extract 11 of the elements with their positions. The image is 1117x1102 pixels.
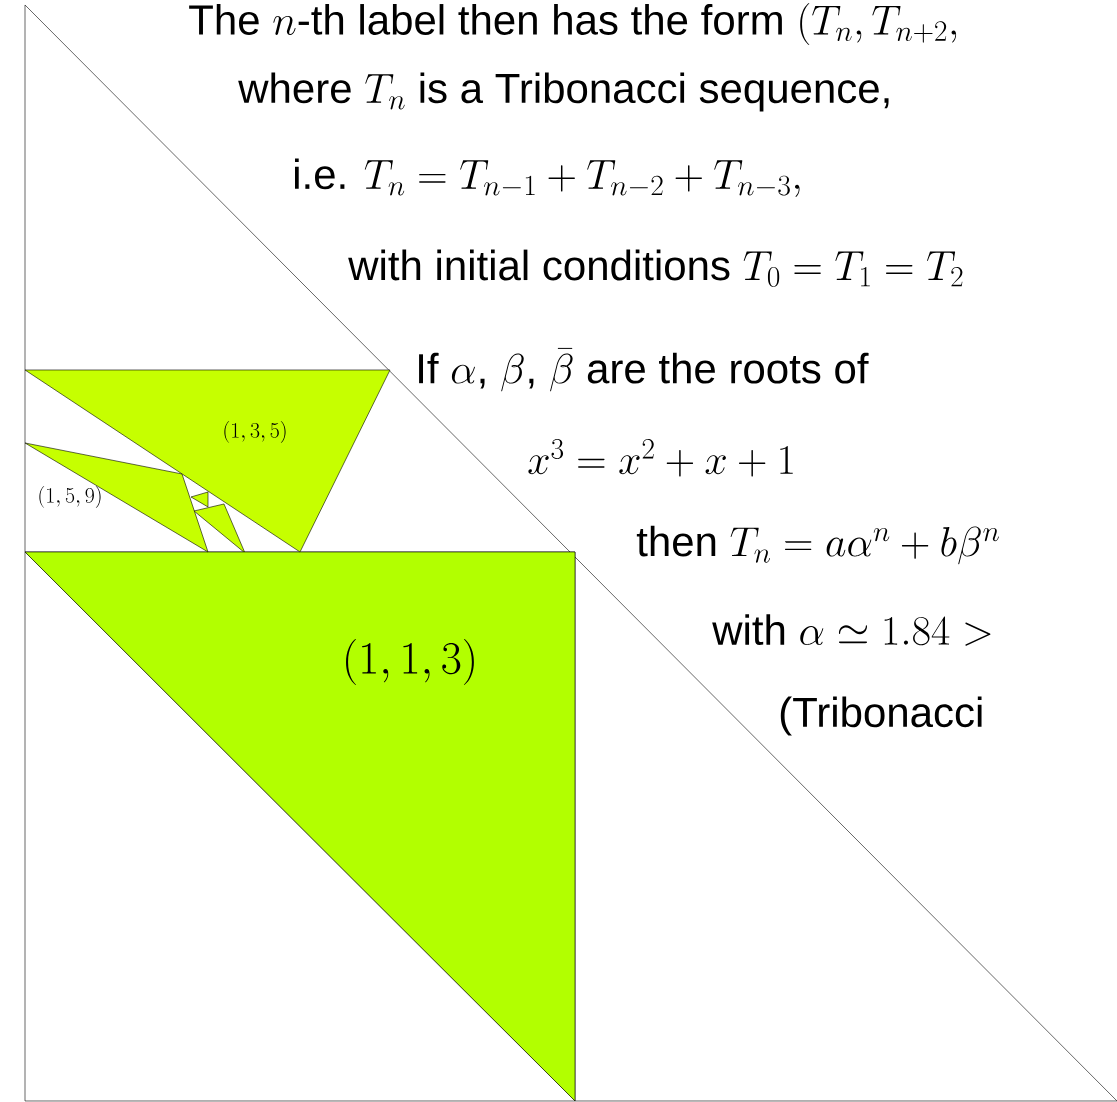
text-line: $\text{If } \alpha\text{, } \beta\text{, } \bar\beta \text{ are the roots of}$ bbox=[419, 347, 869, 392]
text-line: $\text{with } \alpha \simeq 1.84 >$ bbox=[712, 614, 991, 646]
text-line: $\text{The } n\text{-th label then has the form } (T_n, T_{n+2},$ bbox=[189, 3, 957, 45]
text-line: $\text{then } T_n = a\alpha^n + b\beta^n$ bbox=[636, 525, 999, 565]
text-line: $x^3 = x^2 + x + 1$ bbox=[528, 439, 793, 477]
triangle: $(1,5,9)$ bbox=[24, 442, 209, 553]
triangle: $(1,1,3)$ bbox=[24, 551, 576, 1102]
text-line: $\text{(Tribonacci}$ bbox=[780, 696, 982, 736]
text-line: $\text{with initial conditions } T_0 = T_1 = T_2$ bbox=[348, 249, 963, 287]
text-line: $\text{where } T_n \text{ is a Tribonacci sequence,}$ bbox=[238, 72, 889, 112]
text-line: $\text{i.e. } T_n = T_{n-1} + T_{n-2} + T_{n-3},$ bbox=[295, 158, 800, 197]
